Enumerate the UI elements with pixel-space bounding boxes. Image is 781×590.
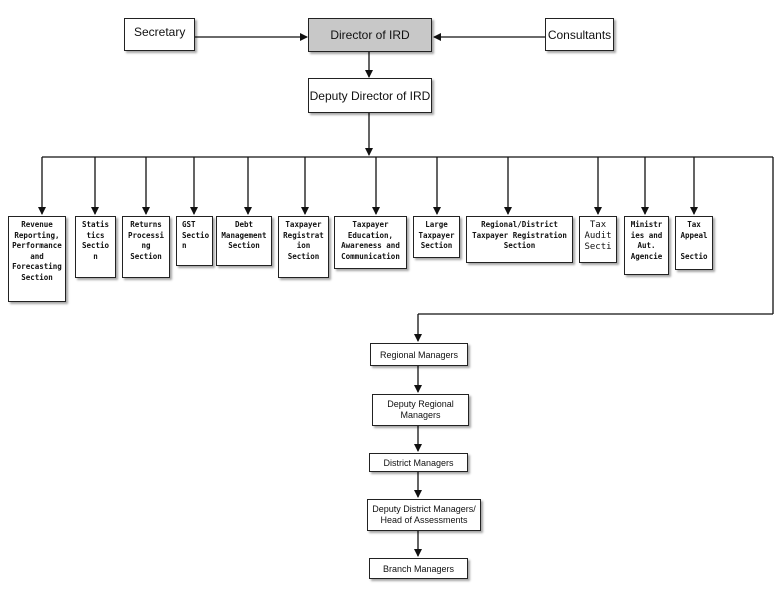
gst-section-box: GST Sectio n xyxy=(176,216,213,266)
ministries-agencies-section-box: Ministr ies and Aut. Agencie xyxy=(624,216,669,275)
statistics-section-label: Statis tics Sectio n xyxy=(81,220,110,261)
tax-appeal-section-label: Tax Appeal Sectio xyxy=(680,220,708,261)
branch-managers-box: Branch Managers xyxy=(369,558,468,579)
large-taxpayer-section-box: Large Taxpayer Section xyxy=(413,216,460,258)
secretary-box: Secretary xyxy=(124,18,195,51)
returns-processing-section-box: Returns Processi ng Section xyxy=(122,216,170,278)
taxpayer-registration-section-label: Taxpayer Registrat ion Section xyxy=(283,220,324,261)
ministries-agencies-section-label: Ministr ies and Aut. Agencie xyxy=(630,220,663,261)
deputy-regional-managers-box: Deputy Regional Managers xyxy=(372,394,469,426)
regional-district-registration-section-label: Regional/District Taxpayer Registration … xyxy=(472,220,567,250)
taxpayer-education-section-label: Taxpayer Education, Awareness and Commun… xyxy=(341,220,400,261)
district-managers-label: District Managers xyxy=(383,457,454,468)
branch-managers-label: Branch Managers xyxy=(382,563,455,574)
large-taxpayer-section-label: Large Taxpayer Section xyxy=(418,220,455,250)
debt-management-section-box: Debt Management Section xyxy=(216,216,272,266)
revenue-reporting-section-label: Revenue Reporting, Performance and Forec… xyxy=(12,220,62,282)
returns-processing-section-label: Returns Processi ng Section xyxy=(127,220,165,261)
tax-audit-section-box: Tax Audit Secti xyxy=(579,216,617,263)
director-box: Director of IRD xyxy=(308,18,432,52)
deputy-district-managers-box: Deputy District Managers/ Head of Assess… xyxy=(367,499,481,531)
secretary-label: Secretary xyxy=(134,25,186,39)
taxpayer-registration-section-box: Taxpayer Registrat ion Section xyxy=(278,216,329,278)
tax-audit-section-label: Tax Audit Secti xyxy=(584,220,612,252)
revenue-reporting-section-box: Revenue Reporting, Performance and Forec… xyxy=(8,216,66,302)
gst-section-label: GST Sectio n xyxy=(182,220,210,250)
regional-managers-box: Regional Managers xyxy=(370,343,468,366)
deputy-regional-managers-label: Deputy Regional Managers xyxy=(387,399,454,420)
statistics-section-box: Statis tics Sectio n xyxy=(75,216,116,278)
deputy-district-managers-label: Deputy District Managers/ Head of Assess… xyxy=(372,504,476,525)
director-label: Director of IRD xyxy=(330,28,410,42)
regional-district-registration-section-box: Regional/District Taxpayer Registration … xyxy=(466,216,573,263)
deputy-director-label: Deputy Director of IRD xyxy=(309,88,431,103)
deputy-director-box: Deputy Director of IRD xyxy=(308,78,432,113)
district-managers-box: District Managers xyxy=(369,453,468,472)
regional-managers-label: Regional Managers xyxy=(379,349,459,360)
consultants-label: Consultants xyxy=(547,27,612,42)
taxpayer-education-section-box: Taxpayer Education, Awareness and Commun… xyxy=(334,216,407,269)
debt-management-section-label: Debt Management Section xyxy=(221,220,267,250)
tax-appeal-section-box: Tax Appeal Sectio xyxy=(675,216,713,270)
consultants-box: Consultants xyxy=(545,18,614,51)
